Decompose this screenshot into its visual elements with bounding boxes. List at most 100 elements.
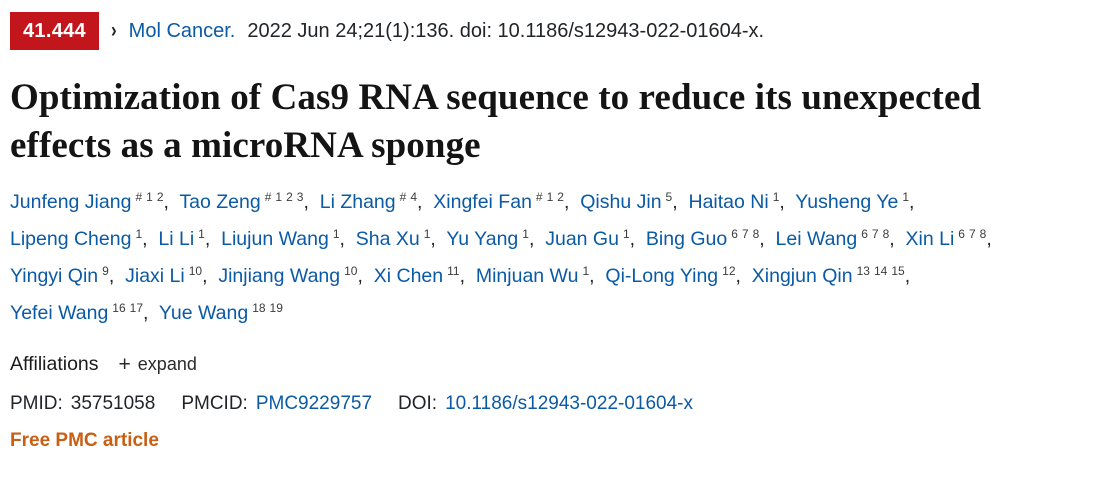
expand-affiliations-button[interactable]: + expand [115, 352, 201, 377]
author-link[interactable]: Xingjun Qin [751, 265, 853, 288]
author-separator: , [779, 191, 796, 214]
author-link[interactable]: Yue Wang [158, 302, 249, 325]
author-link[interactable]: Qishu Jin [580, 191, 662, 214]
author-affiliation-sup: 6 [861, 226, 868, 241]
author-affiliation-sup: 1 [332, 226, 340, 241]
author-link[interactable]: Jiaxi Li [125, 265, 185, 288]
author-separator: , [143, 302, 159, 325]
author-affiliation-sup: 1 [423, 226, 431, 241]
author-link[interactable]: Junfeng Jiang [10, 191, 132, 214]
author-separator: , [357, 265, 374, 288]
author-affiliation-sup: 1 [622, 226, 630, 241]
author-link[interactable]: Haitao Ni [688, 191, 769, 214]
author-link[interactable]: Minjuan Wu [475, 265, 579, 288]
author-link[interactable]: Jinjiang Wang [218, 265, 341, 288]
author-affiliation-sup: 10 [344, 263, 358, 278]
author-separator: , [589, 265, 606, 288]
identifiers-row: PMID: 35751058 PMCID: PMC9229757 DOI: 10… [10, 393, 1085, 415]
author-separator: , [303, 191, 320, 214]
author-affiliation-sup: 7 [741, 226, 749, 241]
author-affiliation-sup: 17 [129, 300, 144, 315]
chevron-right-icon: › [110, 18, 117, 42]
author-separator: , [417, 191, 434, 214]
author-link[interactable]: Xi Chen [373, 265, 444, 288]
doi-group: DOI: 10.1186/s12943-022-01604-x [398, 393, 693, 415]
author-affiliation-sup: 2 [286, 189, 293, 204]
citation-details: 2022 Jun 24;21(1):136. doi: 10.1186/s129… [247, 20, 765, 42]
author-affiliation-sup: 16 [112, 300, 126, 315]
author-link[interactable]: Qi-Long Ying [605, 265, 719, 288]
author-affiliation-sup: # [399, 189, 407, 204]
author-affiliation-sup: 11 [447, 263, 460, 278]
author-link[interactable]: Yingyi Qin [10, 265, 99, 288]
author-affiliation-sup: 13 [856, 263, 870, 278]
author-separator: , [735, 265, 752, 288]
author-affiliation-sup: 1 [275, 189, 283, 204]
author-separator: , [672, 191, 689, 214]
author-link[interactable]: Yusheng Ye [795, 191, 899, 214]
author-affiliation-sup: # [264, 189, 272, 204]
author-separator: , [904, 265, 916, 288]
author-affiliation-sup: 19 [269, 300, 283, 315]
author-affiliation-sup: 1 [135, 226, 143, 241]
author-separator: , [339, 228, 356, 251]
pmid-label: PMID: [10, 393, 63, 415]
author-link[interactable]: Juan Gu [545, 228, 619, 251]
author-link[interactable]: Li Li [158, 228, 195, 251]
author-affiliation-sup: 3 [296, 189, 304, 204]
author-link[interactable]: Xin Li [905, 228, 955, 251]
affiliations-row: Affiliations + expand [10, 352, 1085, 377]
author-separator: , [759, 228, 776, 251]
author-affiliation-sup: 15 [891, 263, 905, 278]
author-affiliation-sup: 2 [557, 189, 564, 204]
author-affiliation-sup: 6 [958, 226, 965, 241]
free-pmc-article-label: Free PMC article [10, 430, 159, 452]
affiliations-heading: Affiliations [10, 353, 99, 376]
author-link[interactable]: Li Zhang [319, 191, 396, 214]
author-affiliation-sup: 7 [968, 226, 976, 241]
author-affiliation-sup: 1 [546, 189, 554, 204]
author-affiliation-sup: 6 [731, 226, 738, 241]
pmcid-link[interactable]: PMC9229757 [255, 393, 373, 415]
author-link[interactable]: Tao Zeng [179, 191, 261, 214]
author-separator: , [563, 191, 581, 214]
journal-link[interactable]: Mol Cancer. [128, 20, 236, 42]
article-header-page: 41.444 › Mol Cancer. 2022 Jun 24;21(1):1… [10, 12, 1085, 452]
author-link[interactable]: Yefei Wang [10, 302, 109, 325]
author-separator: , [528, 228, 546, 251]
author-separator: , [986, 228, 998, 251]
author-link[interactable]: Liujun Wang [221, 228, 329, 251]
author-link[interactable]: Lei Wang [775, 228, 858, 251]
author-separator: , [204, 228, 222, 251]
author-separator: , [163, 191, 180, 214]
author-affiliation-sup: 2 [156, 189, 164, 204]
expand-label: expand [137, 354, 197, 375]
author-link[interactable]: Xingfei Fan [433, 191, 532, 214]
author-link[interactable]: Bing Guo [645, 228, 728, 251]
author-separator: , [202, 265, 219, 288]
author-link[interactable]: Yu Yang [446, 228, 519, 251]
author-separator: , [108, 265, 126, 288]
author-affiliation-sup: # [535, 189, 543, 204]
author-affiliation-sup: 9 [102, 263, 109, 278]
doi-link[interactable]: 10.1186/s12943-022-01604-x [445, 393, 693, 415]
author-link[interactable]: Lipeng Cheng [10, 228, 132, 251]
author-link[interactable]: Sha Xu [355, 228, 420, 251]
